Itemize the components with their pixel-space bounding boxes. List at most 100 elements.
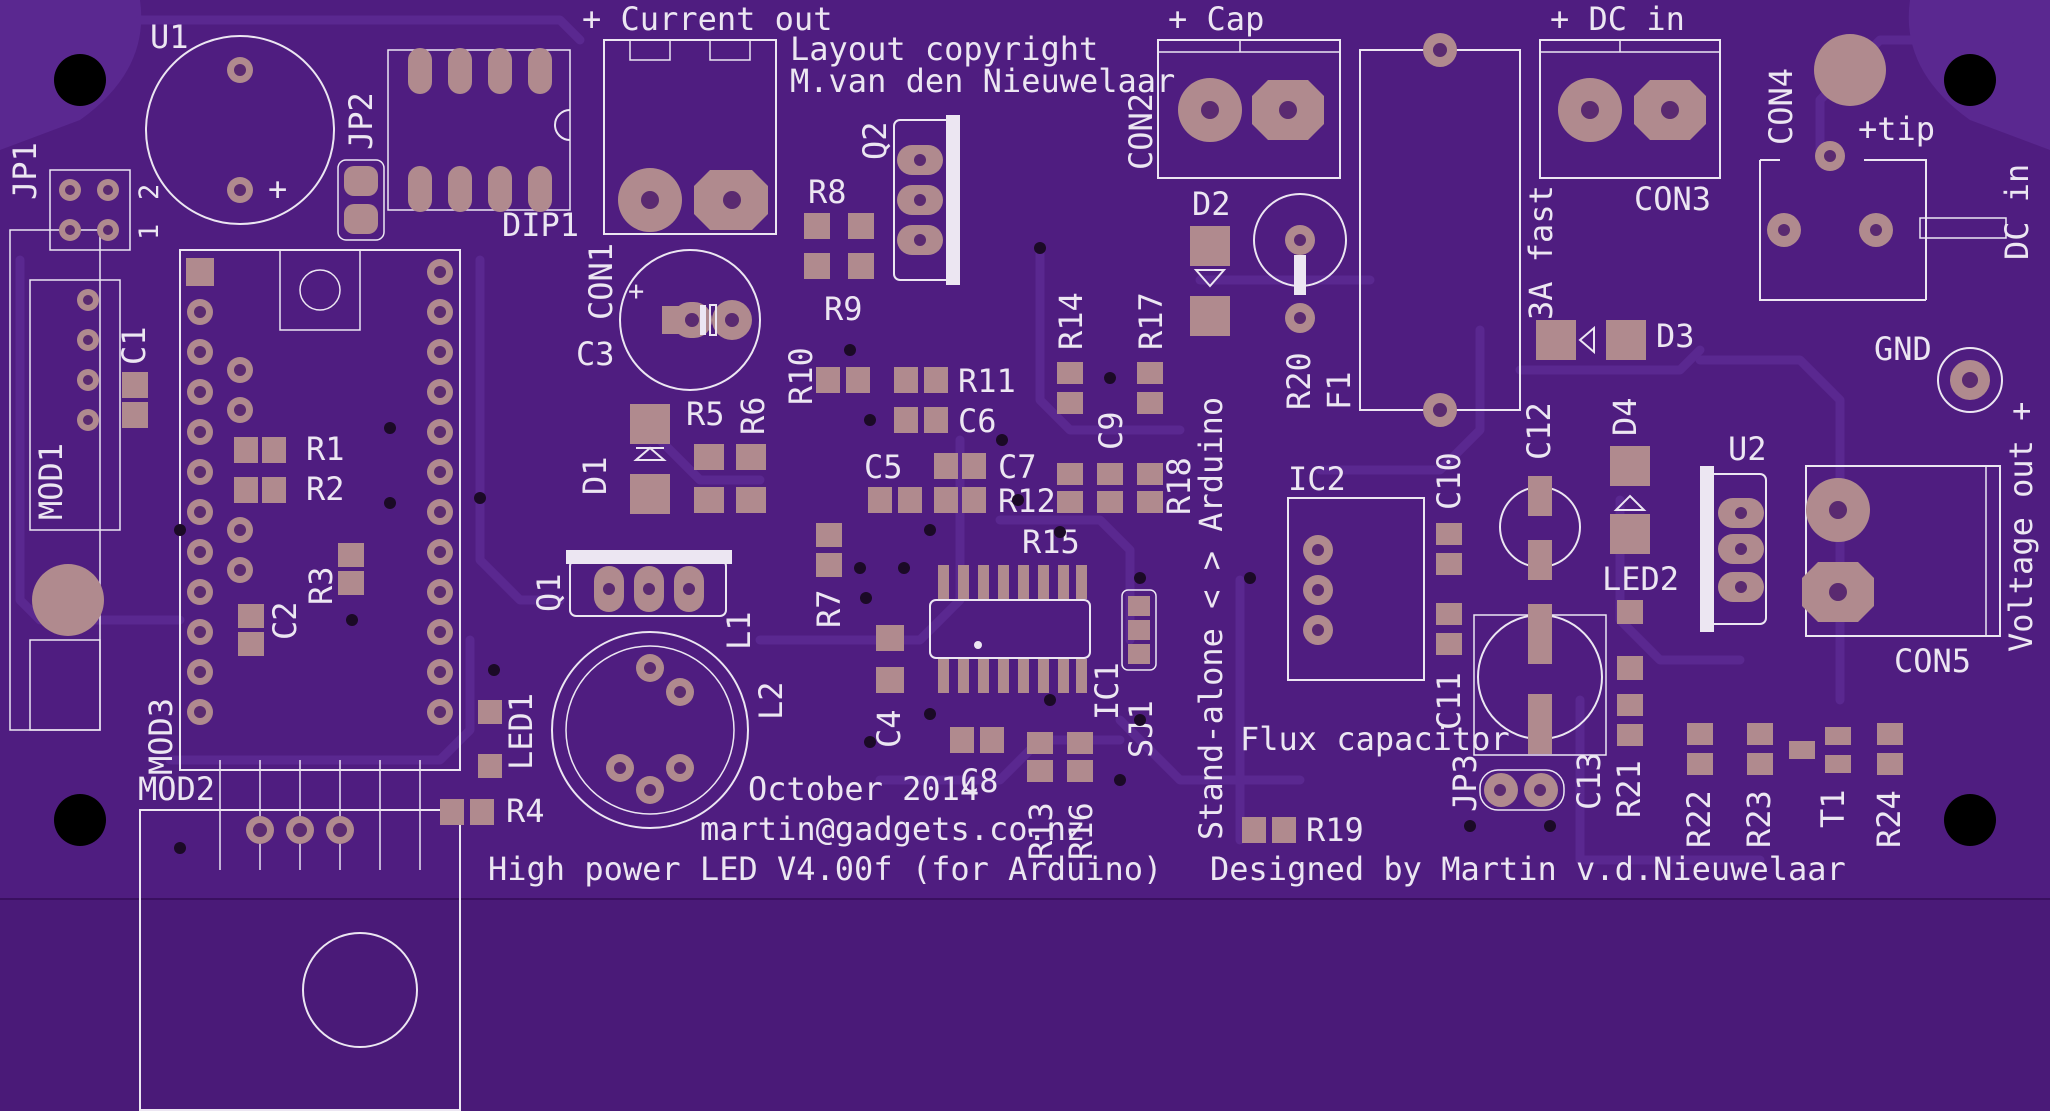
c10-label: C10 — [1430, 452, 1468, 510]
led2-diode: LED2 — [1602, 560, 1679, 680]
r1-resistor: R1 — [234, 430, 345, 468]
mounting-hole-bottom-left — [54, 794, 106, 846]
r21-label: R21 — [1610, 760, 1648, 818]
d3-label: D3 — [1656, 317, 1695, 355]
con2-connector: + Cap CON2 — [1122, 0, 1341, 179]
jp2-label: JP2 — [342, 92, 380, 150]
r14-resistor: R14 — [1052, 292, 1090, 414]
r24-label: R24 — [1870, 790, 1908, 848]
r24-resistor: R24 — [1870, 723, 1908, 848]
jp1-header: JP1 2 1 — [6, 142, 165, 251]
mounting-holes — [0, 0, 2050, 846]
r7-resistor: R7 — [810, 523, 848, 628]
sj1-label: SJ1 — [1122, 700, 1160, 758]
c13-label: C13 — [1570, 752, 1608, 810]
standalone-arduino-label: Stand-alone < > Arduino — [1192, 397, 1230, 840]
jp1-pin2-label: 2 — [134, 184, 165, 200]
d2-label: D2 — [1192, 185, 1231, 223]
u2-label: U2 — [1728, 430, 1767, 468]
t1-transistor: T1 — [1789, 727, 1852, 828]
ic1-label: IC1 — [1088, 662, 1126, 720]
r15-label: R15 — [1022, 523, 1080, 561]
vias — [174, 242, 1556, 854]
designer-label: Designed by Martin v.d.Nieuwelaar — [1210, 850, 1846, 888]
c11-capacitor: C11 — [1430, 603, 1468, 730]
r1-label: R1 — [306, 430, 345, 468]
r11-resistor: R11 — [894, 362, 1016, 400]
c8-label: C8 — [960, 762, 999, 800]
cap-label: + Cap — [1168, 0, 1264, 38]
jp3-label: JP3 — [1446, 754, 1484, 812]
con2-label: CON2 — [1122, 93, 1160, 170]
r3-resistor: R3 — [302, 543, 364, 605]
led2-label: LED2 — [1602, 560, 1679, 598]
d2-diode: D2 — [1190, 185, 1231, 336]
off-board-area — [0, 900, 2050, 1111]
email-label: martin@gadgets.co.nz — [700, 810, 1085, 848]
mod1-module: MOD1 — [9, 229, 121, 731]
dc-in-side-label: DC in — [1998, 164, 2036, 260]
fast-label: 3A fast — [1522, 185, 1560, 320]
mod3-inner-pins — [227, 357, 253, 583]
d4-label: D4 — [1606, 397, 1644, 436]
r2-label: R2 — [306, 470, 345, 508]
u2-regulator: U2 — [1700, 430, 1767, 632]
q2-label: Q2 — [856, 121, 894, 160]
ic1-pins-top — [938, 565, 1087, 599]
led1-label: LED1 — [502, 693, 540, 770]
c7-capacitor: C7 — [934, 448, 1037, 486]
r10-label: R10 — [782, 347, 820, 405]
jp3-jumper: JP3 — [1446, 754, 1565, 812]
f1-fuse: F1 3A fast — [1320, 33, 1560, 427]
c1-label: C1 — [115, 326, 153, 365]
con4-dc-jack: CON4 +tip DC in — [1759, 34, 2036, 301]
q1-label: Q1 — [530, 573, 568, 612]
r13-label: R13 — [1022, 802, 1060, 860]
con1-label: CON1 — [582, 243, 620, 320]
r19-label: R19 — [1306, 811, 1364, 849]
r2-resistor: R2 — [234, 470, 345, 508]
r18-label: R18 — [1160, 457, 1198, 515]
c1-capacitor: C1 — [115, 326, 153, 428]
r12-label: R12 — [998, 482, 1056, 520]
r10-resistor: R10 — [782, 347, 870, 405]
dc-in-top-label: + DC in — [1550, 0, 1685, 38]
mounting-hole-top-left — [54, 54, 106, 106]
mod1-pins — [77, 289, 99, 431]
mod1-label: MOD1 — [32, 443, 70, 520]
c4-capacitor: C4 — [870, 625, 908, 748]
r23-label: R23 — [1740, 790, 1778, 848]
l1-label: L1 — [720, 611, 758, 650]
c12-capacitor: C12 — [1499, 402, 1581, 580]
c11-label: C11 — [1430, 672, 1468, 730]
c12-label: C12 — [1520, 402, 1558, 460]
r20-label: R20 — [1280, 352, 1318, 410]
q1-transistor: Q1 — [530, 550, 732, 617]
flux-capacitor-label: Flux capacitor — [1240, 720, 1510, 758]
con5-label: CON5 — [1894, 642, 1971, 680]
r17-resistor: R17 — [1132, 292, 1170, 414]
mod3-module: MOD3 — [142, 249, 461, 775]
c6-label: C6 — [958, 402, 997, 440]
d1-diode: D1 — [576, 404, 670, 514]
r22-resistor: R22 — [1680, 723, 1718, 848]
ic1-chip: R15 IC1 — [929, 523, 1126, 720]
r14-label: R14 — [1052, 292, 1090, 350]
u1-plus-label: + — [268, 170, 287, 208]
q2-transistor: Q2 — [856, 115, 960, 285]
r13-resistor: R13 — [1022, 732, 1060, 860]
c13-capacitor: C13 — [1473, 604, 1608, 810]
r18-resistor: R18 — [1137, 457, 1198, 515]
c3-label: C3 — [576, 335, 615, 373]
r21-resistor: R21 — [1610, 694, 1648, 818]
r5-resistor: R5 — [686, 395, 725, 513]
gnd-test-point: GND — [1874, 330, 2003, 413]
layout-copyright-line2: M.van den Nieuwelaar — [790, 62, 1175, 100]
r6-resistor: R6 — [734, 396, 772, 513]
dip1-label: DIP1 — [502, 206, 579, 244]
ic2-regulator: IC2 — [1287, 460, 1425, 681]
ic1-pins-bottom — [938, 659, 1087, 693]
r7-label: R7 — [810, 589, 848, 628]
dip1-chip: DIP1 — [387, 48, 579, 244]
r12-resistor: R12 — [934, 482, 1056, 520]
